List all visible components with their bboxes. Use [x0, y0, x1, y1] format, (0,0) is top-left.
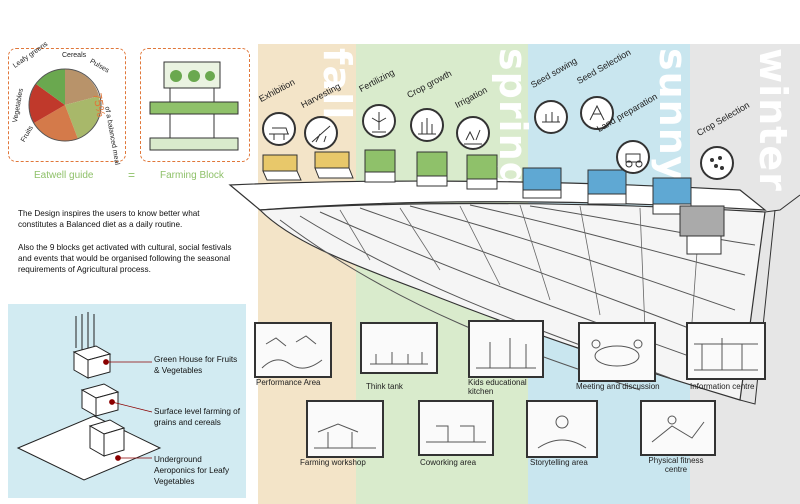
caption-storytelling: Storytelling area: [530, 458, 588, 467]
eatwell-plate: [28, 68, 102, 142]
sketch-coworking: [418, 400, 494, 456]
farming-block-box: [140, 48, 250, 162]
season-sunny: sunny: [651, 48, 695, 182]
sketch-kids-kitchen: [468, 320, 544, 378]
sketch-think-tank: [360, 322, 438, 374]
season-fall: fall: [315, 48, 359, 121]
exhibition-icon: [262, 112, 296, 146]
caption-information-centre: Information centre: [690, 382, 755, 391]
caption-performance-area: Performance Area: [256, 378, 321, 387]
caption-fitness: Physical fitness centre: [648, 456, 704, 474]
farming-block-section: [149, 61, 239, 151]
sketch-farming-workshop: [306, 400, 384, 458]
intro-paragraph-2: Also the 9 blocks get activated with cul…: [18, 243, 232, 274]
callout-green-house: Green House for Fruits & Vegetables: [154, 355, 238, 375]
caption-farming-workshop: Farming workshop: [300, 458, 366, 467]
caption-coworking: Coworking area: [420, 458, 477, 467]
sketch-meeting: [578, 322, 656, 382]
crop-selection-icon: [700, 146, 734, 180]
exploded-axonometric-panel: [8, 304, 246, 498]
fertilizing-icon: [362, 104, 396, 138]
sketch-fitness: [640, 400, 716, 456]
season-winter: winter: [751, 48, 795, 192]
land-preparation-icon: [616, 140, 650, 174]
season-spring: spring: [491, 48, 535, 190]
farming-block-title: Farming Block: [160, 170, 224, 181]
exploded-axonometric: [16, 312, 162, 481]
harvesting-icon: [304, 116, 338, 150]
callout-underground: Underground Aeroponics for Leafy Vegetab…: [154, 455, 230, 486]
eatwell-title: Eatwell guide: [34, 170, 94, 181]
farming-blocks: [262, 149, 725, 255]
callout-surface: Surface level farming of grains and cere…: [154, 407, 241, 427]
irrigation-icon: [456, 116, 490, 150]
caption-kids-kitchen: Kids educational kitchen: [468, 378, 527, 396]
eatwell-box: [8, 48, 126, 162]
sketch-information-centre: [686, 322, 766, 380]
sketch-performance-area: [254, 322, 332, 378]
caption-think-tank: Think tank: [366, 382, 403, 391]
eatwell-cereals: Cereals: [62, 52, 87, 59]
intro-paragraph-1: The Design inspires the users to know be…: [18, 209, 200, 229]
seed-selection-icon: [580, 96, 614, 130]
caption-meeting: Meeting and discussion: [576, 382, 660, 391]
eatwell-equals: =: [128, 168, 136, 182]
sketch-storytelling: [526, 400, 598, 458]
crop-growth-icon: [410, 108, 444, 142]
seed-sowing-icon: [534, 100, 568, 134]
